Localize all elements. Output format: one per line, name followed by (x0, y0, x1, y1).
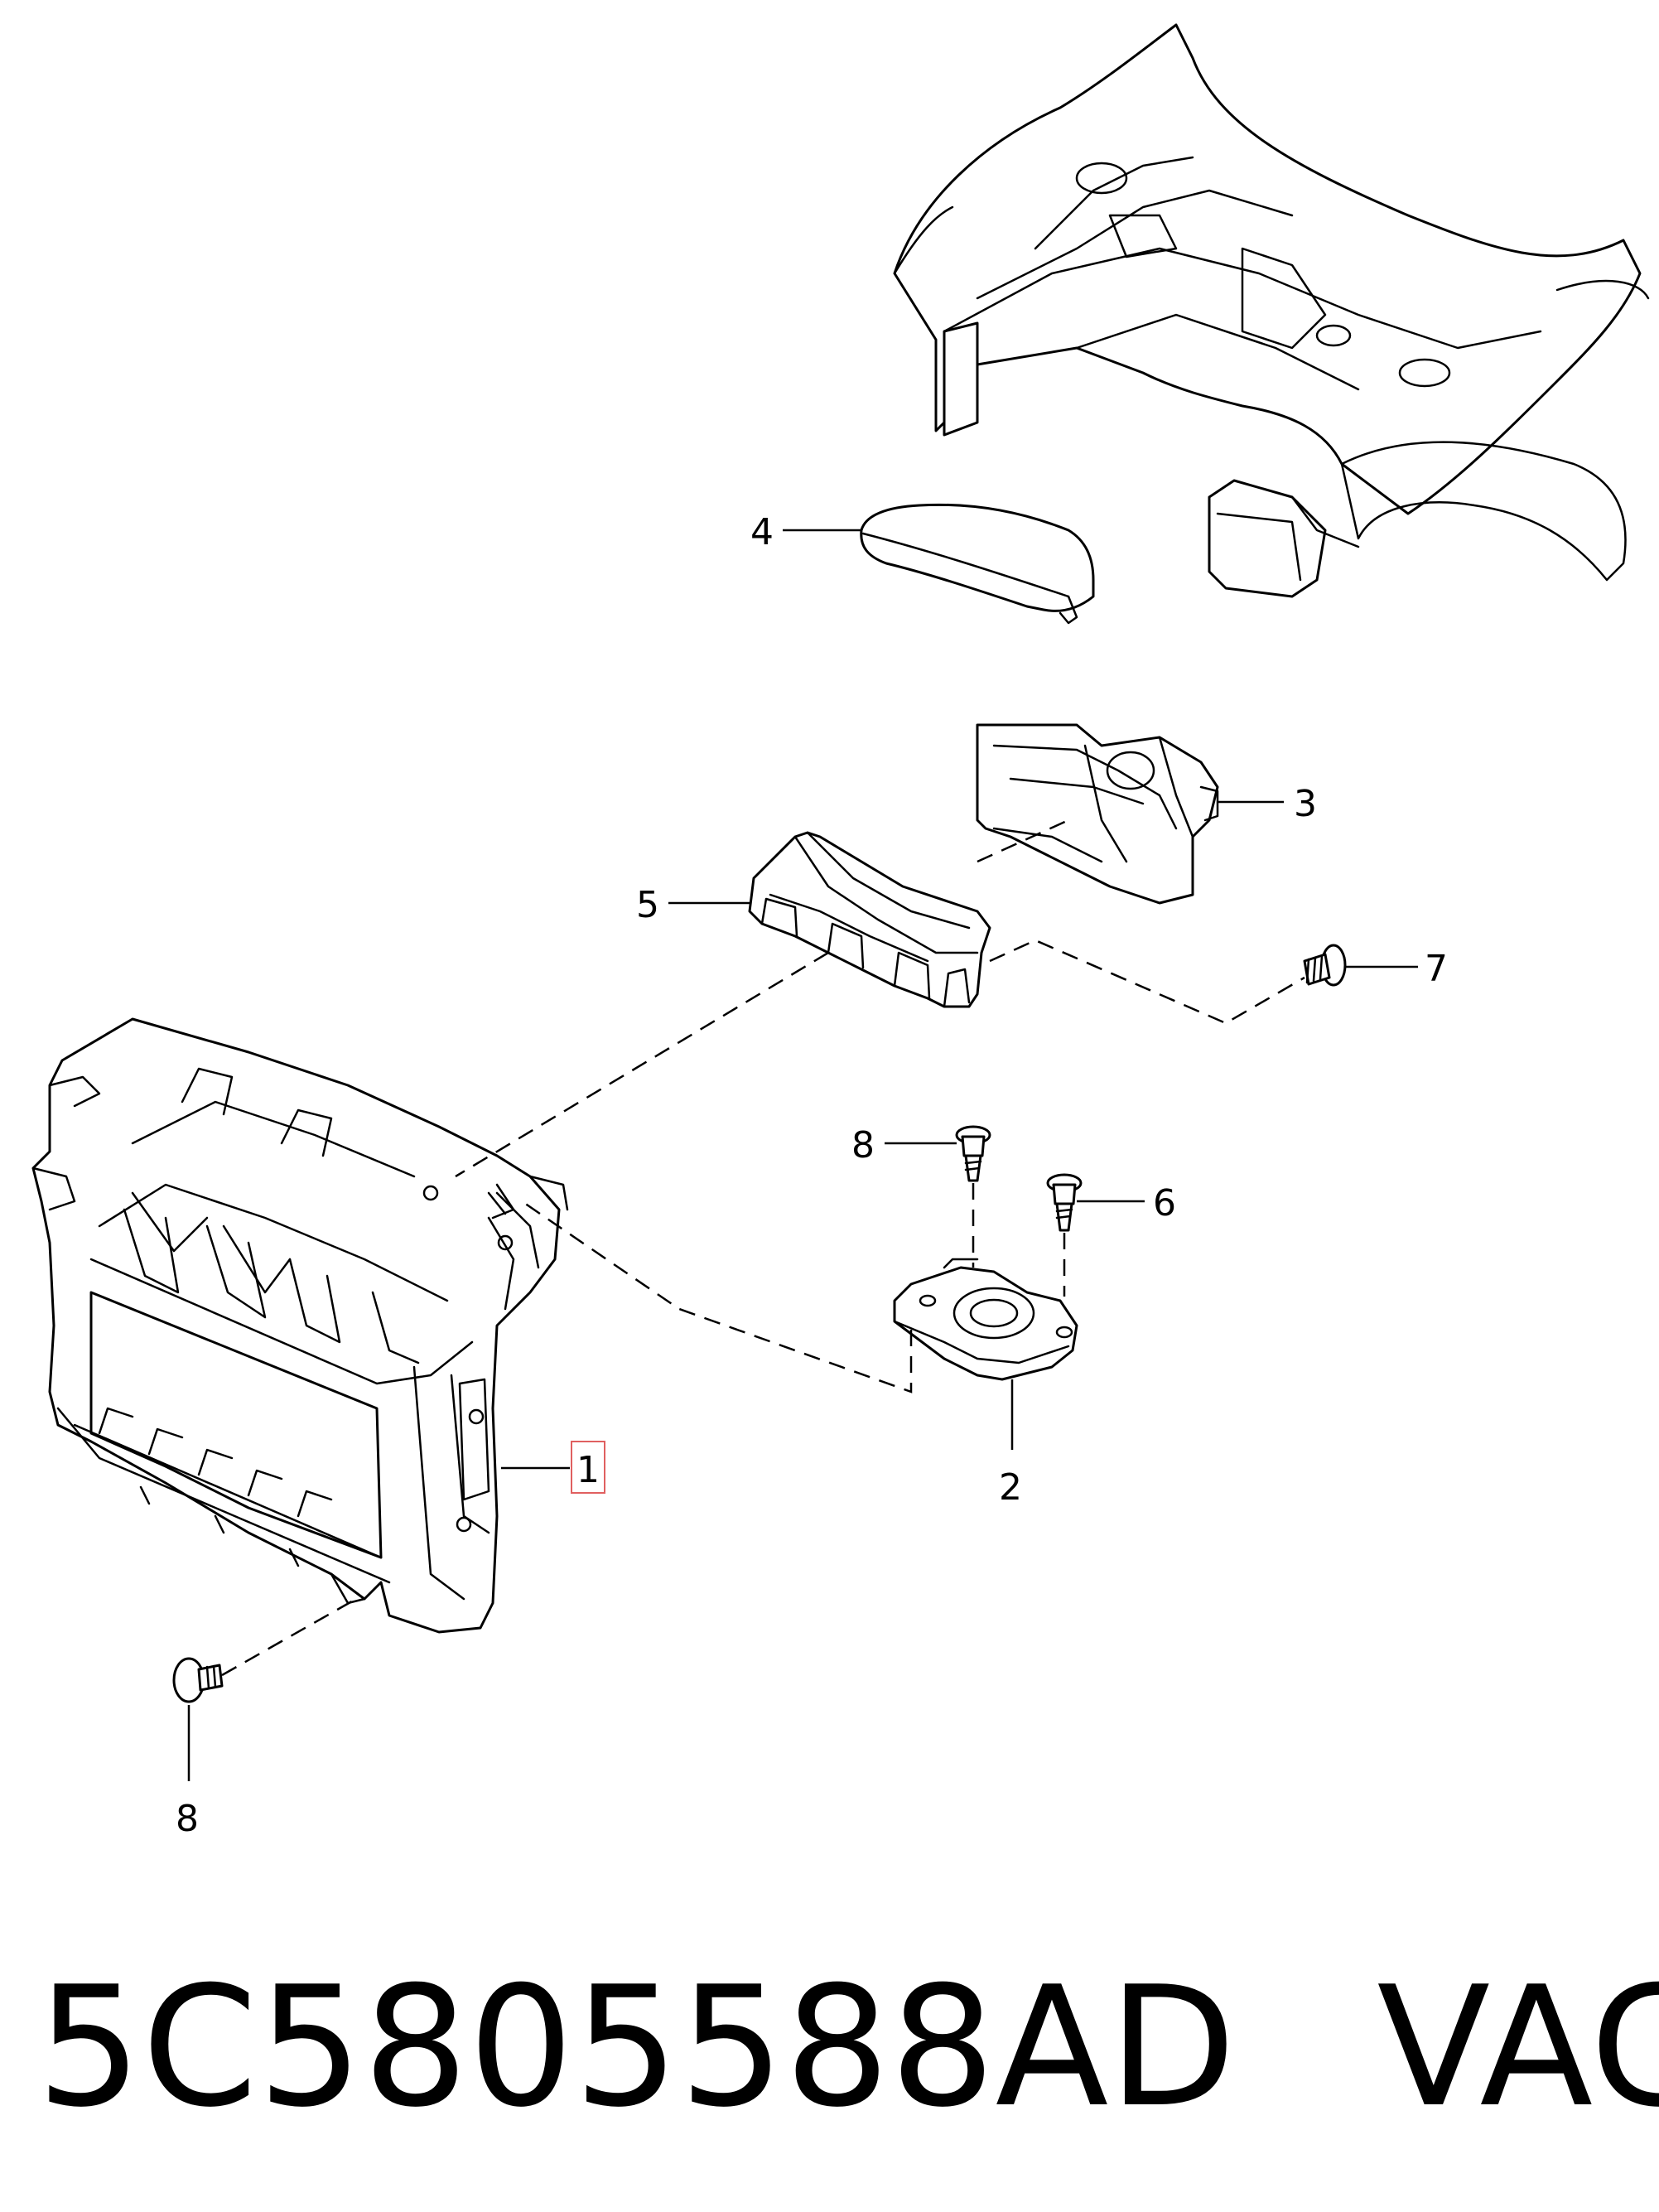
part-number-caption: 5C5805588AD VAG (36, 1949, 1659, 2147)
callout-label: 8 (176, 1798, 199, 1840)
part-4-pad (860, 503, 1095, 625)
callout-label: 4 (750, 511, 774, 553)
callout-1-highlight (571, 1441, 605, 1494)
part-7-screw (1303, 944, 1347, 987)
part-6-bolt (1046, 1173, 1083, 1232)
callout-label: 2 (999, 1466, 1022, 1509)
brand-name: VAG (1377, 1951, 1659, 2144)
callout-6: 6 (1077, 1182, 1176, 1224)
callout-label: 6 (1153, 1182, 1176, 1224)
vehicle-front-body-shell (893, 23, 1650, 598)
part-8-bolt-upper (955, 1125, 991, 1182)
part-5-air-guide (748, 831, 991, 1008)
callout-label: 3 (1294, 783, 1317, 825)
callout-label: 1 (576, 1449, 600, 1491)
part-1-lock-carrier-frame (31, 1017, 569, 1634)
part-2-bracket (893, 1258, 1078, 1381)
callout-8-upper: 8 (851, 1124, 957, 1166)
callout-5: 5 (636, 884, 750, 926)
part-3-air-duct (976, 723, 1219, 905)
callout-2: 2 (999, 1379, 1022, 1509)
assembly-lines (221, 819, 1305, 1677)
callout-label: 7 (1425, 948, 1448, 990)
callout-1: 1 (501, 1441, 605, 1494)
part-number: 5C5805588AD (36, 1951, 1237, 2144)
callout-label: 5 (636, 884, 659, 926)
part-8-bolt-lower (172, 1657, 224, 1703)
callout-7: 7 (1346, 948, 1448, 990)
callout-3: 3 (1218, 783, 1317, 825)
callout-8-lower: 8 (176, 1705, 199, 1840)
callout-4: 4 (750, 511, 861, 553)
callout-label: 8 (851, 1124, 875, 1166)
